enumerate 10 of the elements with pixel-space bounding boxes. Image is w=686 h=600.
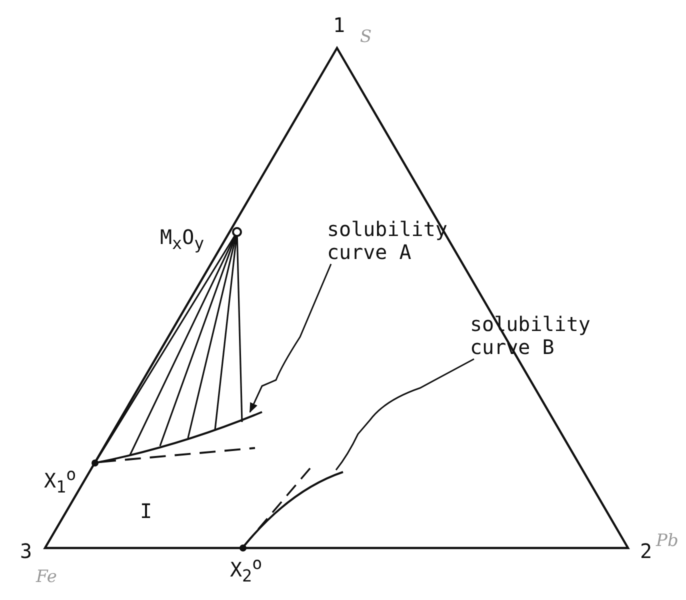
handwritten-note: Fe	[36, 568, 57, 587]
region-label: I	[140, 500, 152, 522]
vertex-number: 1	[333, 14, 346, 36]
handwritten-note: Pb	[656, 532, 678, 551]
compound-label: M$_{x}$O$_{y}$	[160, 226, 204, 254]
leader-line	[249, 264, 332, 413]
vertex-number: 3	[20, 540, 32, 562]
leader-line	[335, 358, 474, 470]
vertex-number: 2	[640, 540, 652, 562]
handwritten-note: S	[360, 28, 372, 47]
